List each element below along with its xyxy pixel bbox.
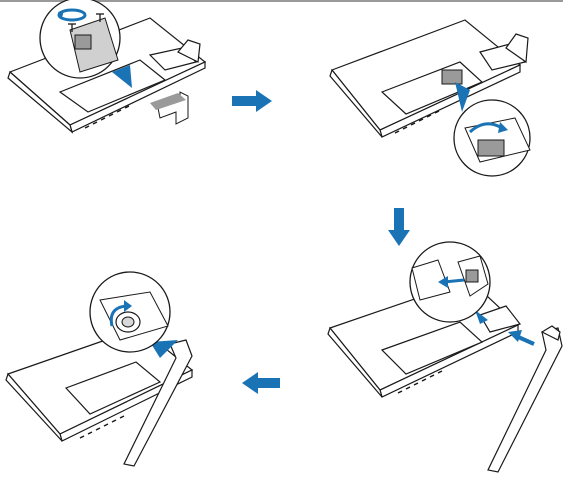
insert-arrow-icon <box>150 91 189 125</box>
vent-slots <box>79 415 125 439</box>
step-2-illustration <box>320 0 563 185</box>
stand-bracket <box>479 33 529 71</box>
stand-arm <box>123 339 193 467</box>
rotate-arrow-icon <box>468 122 508 134</box>
step-1-callout <box>39 0 132 88</box>
step-3-callout <box>409 241 491 324</box>
insert-arrow-icon <box>438 276 465 288</box>
hinge-cover <box>441 69 463 85</box>
monitor-back <box>5 327 194 442</box>
stand-arm <box>487 325 563 473</box>
vent-slots <box>394 110 440 134</box>
vent-slots <box>84 105 130 129</box>
insert-arrow-icon <box>508 330 535 346</box>
screw-icon <box>68 13 104 32</box>
arrow-right-icon <box>232 90 272 112</box>
rotate-arrow-icon <box>109 300 132 327</box>
step-2-callout <box>453 82 531 177</box>
stand-bracket <box>479 305 522 333</box>
top-rule <box>0 0 563 2</box>
step-1-illustration <box>0 0 230 160</box>
monitor-back <box>7 17 207 134</box>
arrow-left-icon <box>242 372 280 394</box>
step-4-callout <box>89 271 178 358</box>
stand-bracket <box>148 39 201 71</box>
step-3-illustration <box>320 240 563 477</box>
step-4-illustration <box>0 270 230 477</box>
rotate-arrow-icon <box>57 8 87 22</box>
vent-slots <box>397 370 443 394</box>
arrow-down-icon <box>388 208 410 246</box>
